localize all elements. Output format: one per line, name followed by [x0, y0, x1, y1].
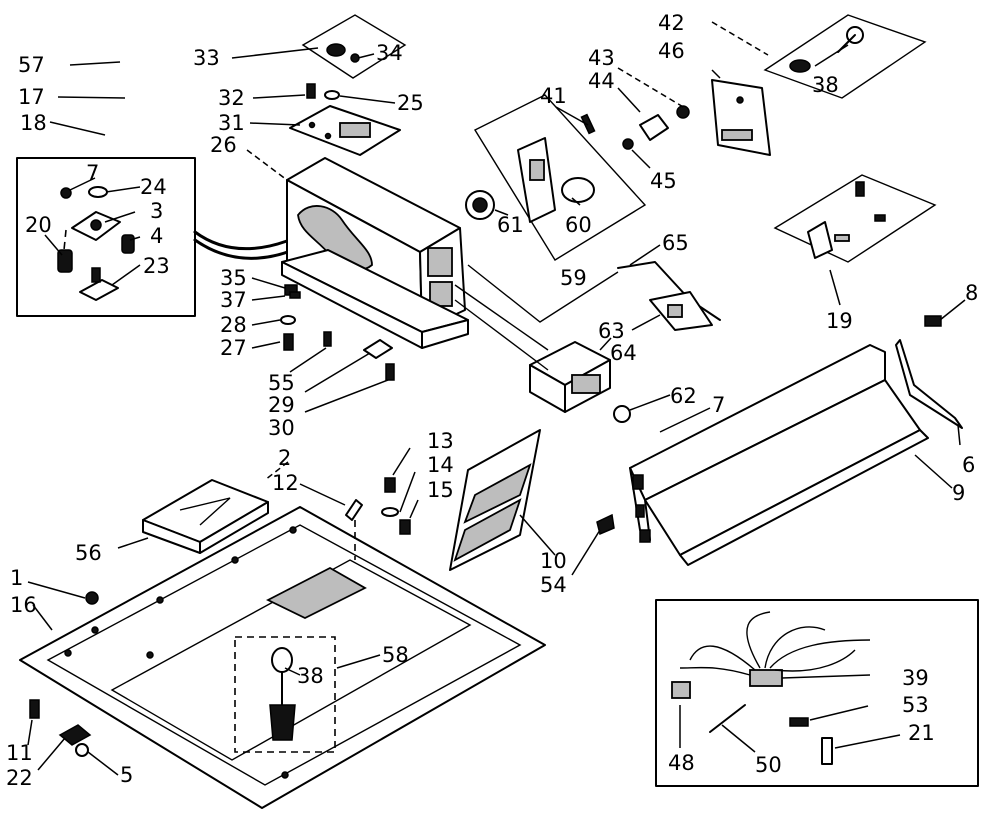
label-53: 53	[902, 693, 929, 717]
access-panel	[711, 14, 927, 156]
label-24: 24	[140, 175, 167, 199]
label-56: 56	[75, 541, 102, 565]
label-32: 32	[218, 86, 245, 110]
label-4: 4	[150, 224, 163, 248]
hinge-12-parts	[345, 477, 411, 560]
main-housing	[281, 157, 469, 349]
part-labels: 57 17 18 33 34 32 25 31 26 7 24 3 20 4 2…	[6, 11, 978, 790]
label-46: 46	[658, 39, 685, 63]
label-27: 27	[220, 336, 247, 360]
label-11: 11	[6, 741, 33, 765]
terminal-block	[529, 341, 631, 423]
label-8: 8	[965, 281, 978, 305]
bracket-19	[773, 174, 937, 263]
label-25: 25	[397, 91, 424, 115]
label-62: 62	[670, 384, 697, 408]
label-43: 43	[588, 46, 615, 70]
label-16: 16	[10, 593, 37, 617]
leader-lines	[27, 21, 966, 776]
label-30: 30	[268, 416, 295, 440]
label-12: 12	[272, 471, 299, 495]
label-17: 17	[18, 85, 45, 109]
label-1: 1	[10, 566, 23, 590]
label-2: 2	[278, 446, 291, 470]
label-29: 29	[268, 393, 295, 417]
label-31: 31	[218, 111, 245, 135]
label-7b: 7	[712, 393, 725, 417]
label-38b: 38	[297, 664, 324, 688]
label-50: 50	[755, 753, 782, 777]
label-9: 9	[952, 481, 965, 505]
switch-inset-box	[16, 157, 196, 317]
label-37: 37	[220, 288, 247, 312]
label-57: 57	[18, 53, 45, 77]
label-42: 42	[658, 11, 685, 35]
label-21: 21	[908, 721, 935, 745]
wire-clip	[617, 261, 721, 331]
label-23: 23	[143, 254, 170, 278]
label-6: 6	[962, 453, 975, 477]
label-44: 44	[588, 69, 615, 93]
harness-inset-box	[655, 599, 979, 787]
label-3: 3	[150, 199, 163, 223]
label-63: 63	[598, 319, 625, 343]
label-28: 28	[220, 313, 247, 337]
label-39: 39	[902, 666, 929, 690]
label-65: 65	[662, 231, 689, 255]
label-41: 41	[540, 84, 567, 108]
label-14: 14	[427, 453, 454, 477]
connector-leaders	[454, 284, 549, 351]
label-26: 26	[210, 133, 237, 157]
label-35: 35	[220, 266, 247, 290]
label-38a: 38	[812, 73, 839, 97]
label-59: 59	[560, 266, 587, 290]
label-60: 60	[565, 213, 592, 237]
label-18: 18	[20, 111, 47, 135]
label-64: 64	[610, 341, 637, 365]
knob-parts	[622, 105, 690, 150]
label-58: 58	[382, 643, 409, 667]
label-55: 55	[268, 371, 295, 395]
lid-switch-58	[234, 636, 336, 753]
bracket-parts	[280, 291, 395, 381]
top-parts-stack	[289, 14, 407, 156]
label-19: 19	[826, 309, 853, 333]
label-33: 33	[193, 46, 220, 70]
bottom-left-parts	[29, 699, 92, 757]
label-20: 20	[25, 213, 52, 237]
label-54: 54	[540, 573, 567, 597]
label-22: 22	[6, 766, 33, 790]
label-61: 61	[497, 213, 524, 237]
label-5: 5	[120, 763, 133, 787]
label-34: 34	[376, 41, 403, 65]
grille-10	[449, 429, 615, 571]
label-7a: 7	[86, 161, 99, 185]
label-45: 45	[650, 169, 677, 193]
label-13: 13	[427, 429, 454, 453]
label-15: 15	[427, 478, 454, 502]
switch-bracket	[465, 94, 647, 261]
rear-panel	[629, 315, 963, 566]
label-48: 48	[668, 751, 695, 775]
label-10: 10	[540, 549, 567, 573]
pad-56	[142, 479, 269, 554]
